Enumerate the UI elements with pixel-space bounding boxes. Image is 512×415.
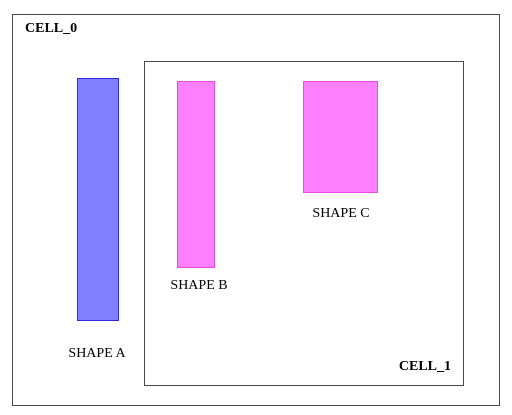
cell-0-label: CELL_0	[25, 21, 78, 36]
cell-1-label: CELL_1	[398, 359, 451, 374]
shape-a-label: SHAPE A	[68, 346, 126, 361]
shape-b-label: SHAPE B	[170, 278, 228, 293]
shape-a-rect	[77, 78, 119, 321]
shape-b-rect	[177, 81, 215, 268]
shape-c-label: SHAPE C	[312, 206, 370, 221]
shape-c-rect	[303, 81, 378, 193]
